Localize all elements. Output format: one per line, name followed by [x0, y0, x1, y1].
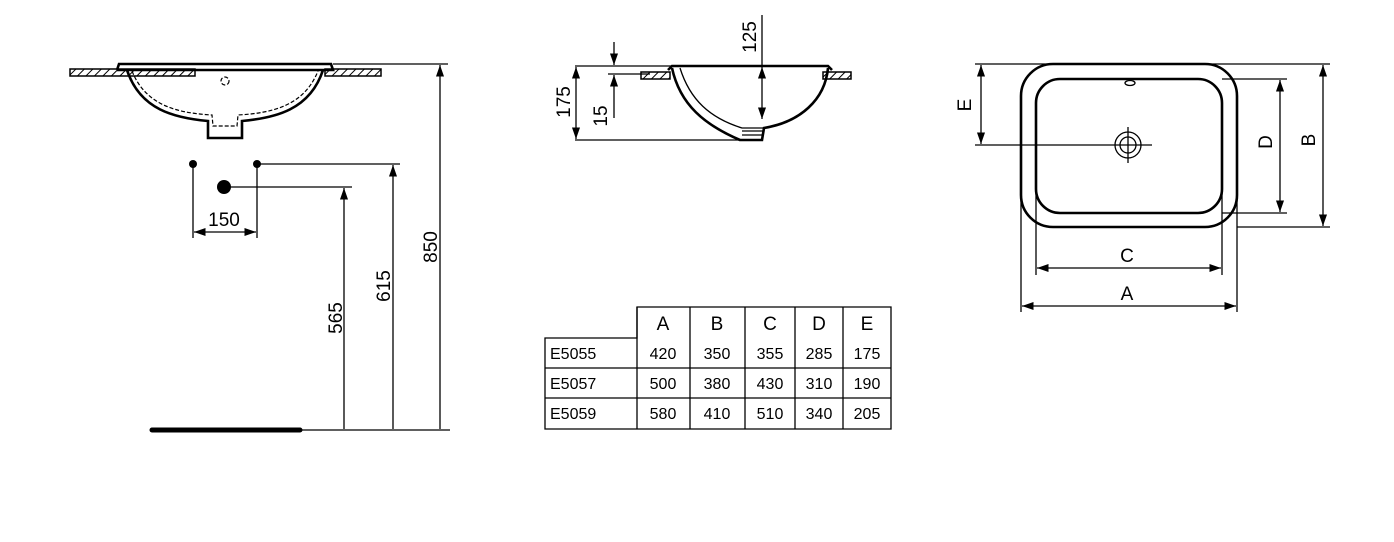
label-b: B — [1299, 134, 1320, 147]
basin-inner-outline — [1034, 77, 1224, 215]
overflow-hole — [220, 76, 230, 86]
cell: 500 — [650, 376, 677, 393]
cell: 410 — [704, 406, 731, 423]
cell: 580 — [650, 406, 677, 423]
table-header-row: A B C D E — [657, 314, 874, 335]
dim-height: 175 — [554, 86, 575, 118]
dim-depth: 125 — [740, 21, 761, 53]
model-code: E5059 — [550, 406, 596, 423]
header-b: B — [711, 314, 724, 335]
countertop-left — [640, 71, 671, 80]
cell: 355 — [757, 346, 784, 363]
label-e: E — [955, 99, 976, 112]
countertop-right — [822, 71, 852, 80]
section-view: 175 15 125 — [554, 15, 852, 142]
cell: 380 — [704, 376, 731, 393]
label-a: A — [1121, 284, 1134, 305]
basin-outline — [670, 67, 830, 142]
cell: 430 — [757, 376, 784, 393]
dimension-table: A B C D E E5055 420 350 355 285 175 E505… — [544, 306, 892, 430]
cell: 310 — [806, 376, 833, 393]
plan-view: E D B C A — [955, 62, 1330, 312]
dim-total-height: 850 — [421, 231, 442, 263]
cell: 190 — [854, 376, 881, 393]
header-c: C — [763, 314, 777, 335]
cell: 175 — [854, 346, 881, 363]
dim-waste-height: 565 — [326, 302, 347, 334]
model-code: E5057 — [550, 376, 596, 393]
dim-tap-spacing: 150 — [208, 210, 240, 231]
basin-rim — [667, 64, 833, 71]
cell: 510 — [757, 406, 784, 423]
table-row: E5059 580 410 510 340 205 — [550, 406, 880, 423]
countertop-right — [324, 68, 382, 77]
table-row: E5055 420 350 355 285 175 — [550, 346, 880, 363]
label-d: D — [1256, 135, 1277, 149]
table-row: E5057 500 380 430 310 190 — [550, 376, 880, 393]
header-a: A — [657, 314, 670, 335]
overflow-hole — [1124, 79, 1136, 87]
header-e: E — [861, 314, 874, 335]
basin-outline — [125, 69, 325, 140]
label-c: C — [1120, 246, 1134, 267]
model-code: E5055 — [550, 346, 596, 363]
basin-inner-hidden — [131, 70, 319, 127]
cell: 285 — [806, 346, 833, 363]
dim-tap-height: 615 — [374, 270, 395, 302]
cell: 350 — [704, 346, 731, 363]
cell: 340 — [806, 406, 833, 423]
header-d: D — [812, 314, 826, 335]
cell: 205 — [854, 406, 881, 423]
dim-rim: 15 — [591, 105, 612, 126]
side-view: 150 565 615 850 — [69, 62, 450, 433]
cell: 420 — [650, 346, 677, 363]
basin-rim — [115, 62, 335, 72]
